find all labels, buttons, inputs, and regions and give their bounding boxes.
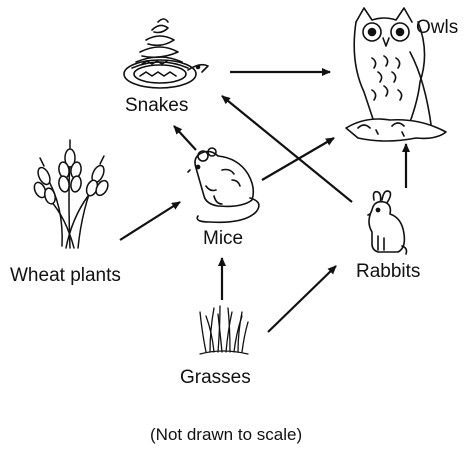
arrow-rabbits-to-snakes (221, 95, 353, 203)
snake-icon (123, 18, 209, 89)
snakes-label: Snakes (125, 95, 189, 116)
grass-icon (199, 305, 249, 355)
owls-label: Owls (416, 17, 459, 38)
wheat-plants-label: Wheat plants (10, 265, 121, 286)
mouse-icon (187, 147, 260, 224)
scale-note: (Not drawn to scale) (150, 425, 303, 444)
owl-icon (345, 7, 447, 142)
grasses-label: Grasses (180, 367, 251, 388)
wheat-icon (33, 139, 109, 249)
arrow-wheat-to-mice (119, 201, 181, 241)
mice-label: Mice (203, 228, 244, 249)
arrow-mice-to-snakes (173, 125, 197, 151)
rabbits-label: Rabbits (356, 261, 421, 282)
arrow-grasses-to-rabbits (267, 265, 337, 333)
rabbit-icon (367, 190, 408, 255)
arrows (119, 68, 410, 333)
